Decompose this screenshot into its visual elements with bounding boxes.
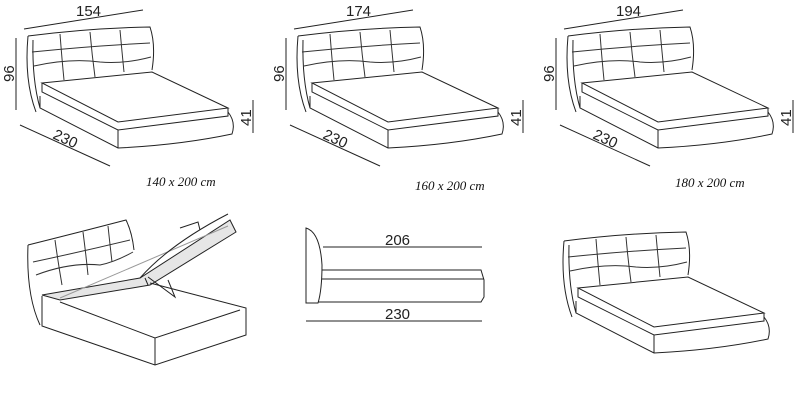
outer-length-dimension: 230 <box>385 306 410 323</box>
width-dimension: 174 <box>346 3 371 20</box>
base-height-dimension: 41 <box>778 109 795 126</box>
size-caption: 160 x 200 cm <box>415 178 485 193</box>
size-caption: 180 x 200 cm <box>675 175 745 190</box>
base-height-dimension: 41 <box>238 109 255 126</box>
base-height-dimension: 41 <box>508 109 525 126</box>
length-dimension: 230 <box>50 126 80 152</box>
bed-drawing-plain <box>562 231 770 354</box>
length-dimension: 230 <box>590 126 620 152</box>
bed-drawing-140: 154 96 230 41 140 x 200 cm <box>1 3 255 189</box>
storage-bed-open-drawing <box>27 213 247 366</box>
size-caption: 140 x 200 cm <box>146 174 216 189</box>
height-dimension: 96 <box>271 65 288 82</box>
inner-length-dimension: 206 <box>385 232 410 249</box>
height-dimension: 96 <box>1 65 18 82</box>
length-dimension: 230 <box>320 126 350 152</box>
width-dimension: 154 <box>76 3 101 20</box>
bed-drawing-160: 174 96 230 41 160 x 200 cm <box>271 3 525 193</box>
bed-drawing-180: 194 96 230 41 180 x 200 cm <box>541 3 795 190</box>
width-dimension: 194 <box>616 3 641 20</box>
side-view-drawing: 206 230 <box>305 227 485 323</box>
height-dimension: 96 <box>541 65 558 82</box>
